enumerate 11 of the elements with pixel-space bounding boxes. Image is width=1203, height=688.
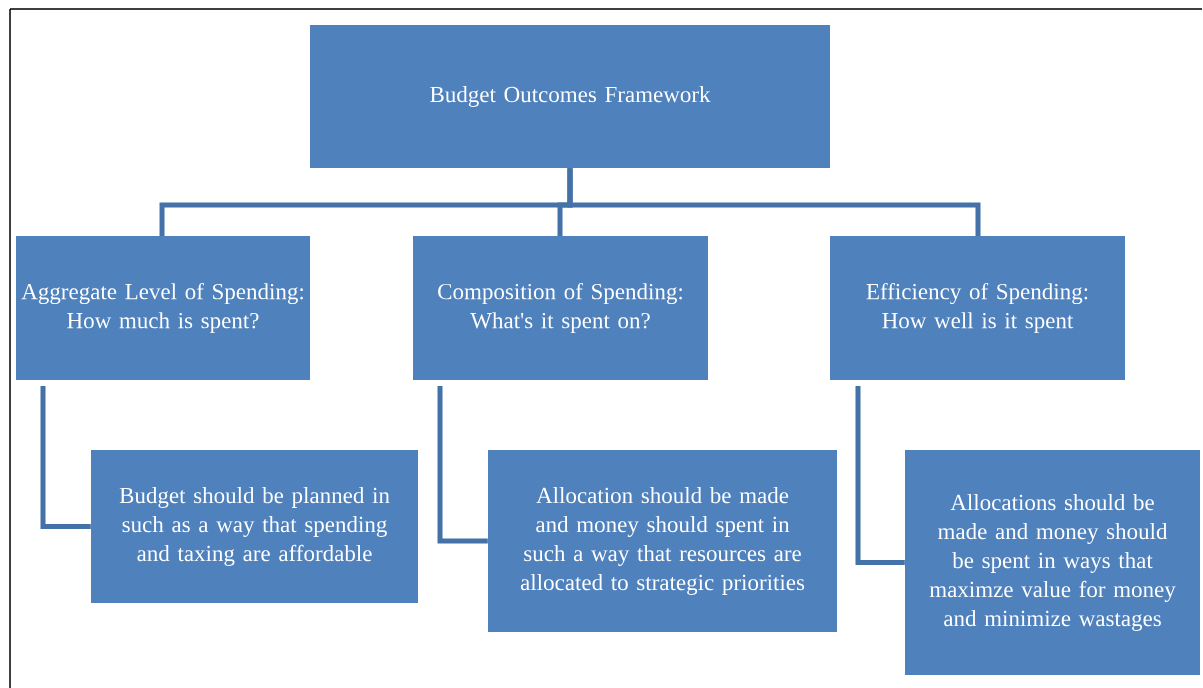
connector: [40, 386, 91, 529]
connector: [567, 168, 981, 236]
text-box: Aggregate Level of Spending: How much is spent?: [16, 236, 310, 380]
text-box: Composition of Spending: What's it spent on?: [413, 236, 708, 380]
text-box: Budget should be planned in such as a way that spending and taxing are affordable: [91, 450, 418, 603]
text-box: Allocation should be made and money should spent in such a way that resources are allocated to strategic priorities: [488, 450, 837, 632]
text-box: Allocations should be made and money should be spent in ways that maximze value for money and minimize wastages: [905, 450, 1200, 675]
connector: [855, 386, 905, 565]
text-box: Budget Outcomes Framework: [310, 25, 830, 168]
text-box: Efficiency of Spending: How well is it spent: [830, 236, 1125, 380]
connector: [437, 386, 488, 544]
